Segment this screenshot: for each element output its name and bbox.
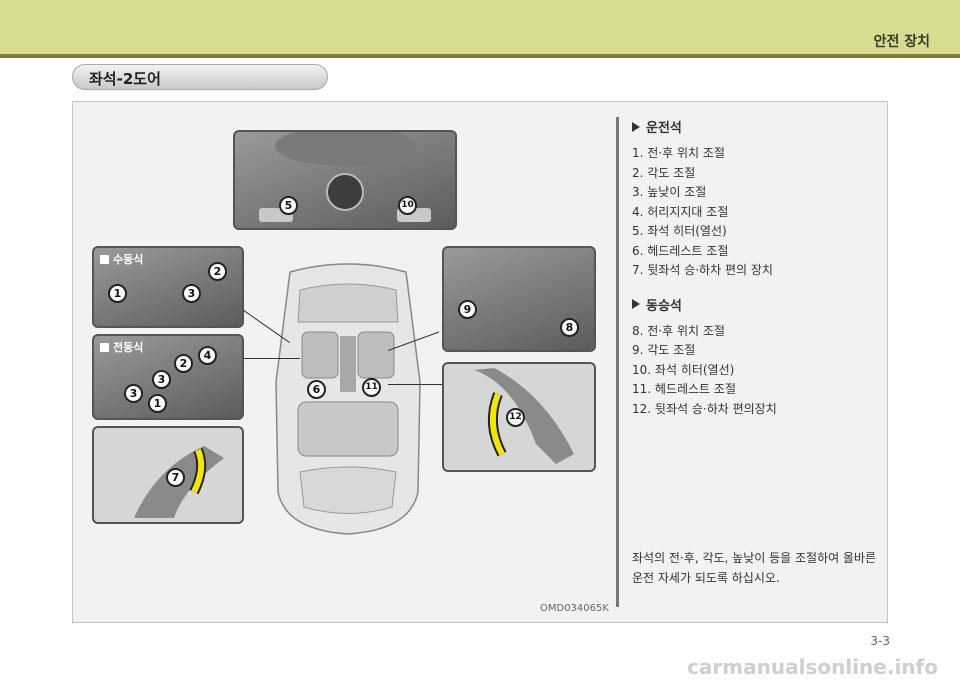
bullet-square-icon [100, 342, 109, 352]
car-outline-graphic [275, 263, 421, 535]
page-title: 좌석-2도어 [89, 70, 161, 88]
callout-4: 4 [198, 346, 217, 365]
callout-7: 7 [166, 468, 185, 487]
list-item: 5. 좌석 히터(열선) [632, 224, 727, 238]
list-item: 2. 각도 조절 [632, 165, 696, 180]
driver-handle-panel: 7 [92, 426, 244, 524]
watermark: carmanualsonline.info [687, 655, 938, 679]
passenger-handle-panel: 12 [442, 362, 596, 472]
callout-2: 2 [174, 354, 193, 373]
power-seat-panel: 전동식 4 2 3 3 1 [92, 334, 244, 420]
callout-11: 11 [362, 378, 381, 397]
callout-1: 1 [148, 394, 167, 413]
list-item: 12. 뒷좌석 승·하차 편의장치 [632, 401, 777, 416]
triangle-bullet-icon [632, 299, 640, 309]
list-item: 10. 좌석 히터(열선) [632, 362, 735, 377]
section-title: 안전 장치 [873, 34, 930, 50]
callout-6: 6 [307, 380, 326, 399]
legend-column: 운전석 1. 전·후 위치 조절 2. 각도 조절 3. 높낮이 조절 4. 허… [632, 117, 882, 419]
callout-8: 8 [560, 318, 579, 337]
list-item: 1. 전·후 위치 조절 [632, 146, 725, 160]
callout-3: 3 [124, 384, 143, 403]
callout-12: 12 [506, 408, 525, 427]
callout-1: 1 [108, 284, 127, 303]
callout-9: 9 [458, 300, 477, 319]
manual-seat-panel: 수동식 1 2 3 [92, 246, 244, 328]
callout-3: 3 [182, 284, 201, 303]
list-item: 11. 헤드레스트 조절 [632, 382, 736, 396]
list-item: 8. 전·후 위치 조절 [632, 323, 725, 338]
callout-3: 3 [152, 370, 171, 389]
car-illustration [270, 262, 426, 536]
callout-2: 2 [208, 262, 227, 281]
list-item: 7. 뒷좌석 승·하차 편의 장치 [632, 263, 773, 277]
page-title-pill: 좌석-2도어 [72, 64, 328, 90]
callout-5: 5 [279, 196, 298, 215]
list-item: 9. 각도 조절 [632, 343, 696, 357]
driver-heading: 운전석 [632, 117, 882, 136]
figure-code: OMD034065K [540, 603, 609, 614]
passenger-heading: 동승석 [632, 295, 882, 314]
console-panel: 5 10 [233, 130, 457, 230]
header-band [0, 0, 960, 54]
console-graphic [259, 132, 431, 222]
triangle-bullet-icon [632, 121, 640, 132]
header-rule [0, 54, 960, 58]
page-number: 3-3 [870, 634, 890, 648]
leader-line [244, 358, 300, 359]
manual-seat-label: 수동식 [100, 251, 143, 267]
passenger-seat-panel: 9 8 [442, 246, 596, 352]
leader-line [388, 384, 442, 385]
column-divider [616, 117, 619, 607]
list-item: 4. 허리지지대 조절 [632, 204, 729, 219]
list-item: 6. 헤드레스트 조절 [632, 243, 729, 258]
adjustment-note: 좌석의 전·후, 각도, 높낮이 등을 조절하여 올바른 운전 자세가 되도록 … [632, 551, 877, 585]
callout-10: 10 [398, 196, 417, 215]
bullet-square-icon [100, 254, 109, 264]
power-seat-label: 전동식 [100, 339, 143, 355]
list-item: 3. 높낮이 조절 [632, 185, 707, 199]
